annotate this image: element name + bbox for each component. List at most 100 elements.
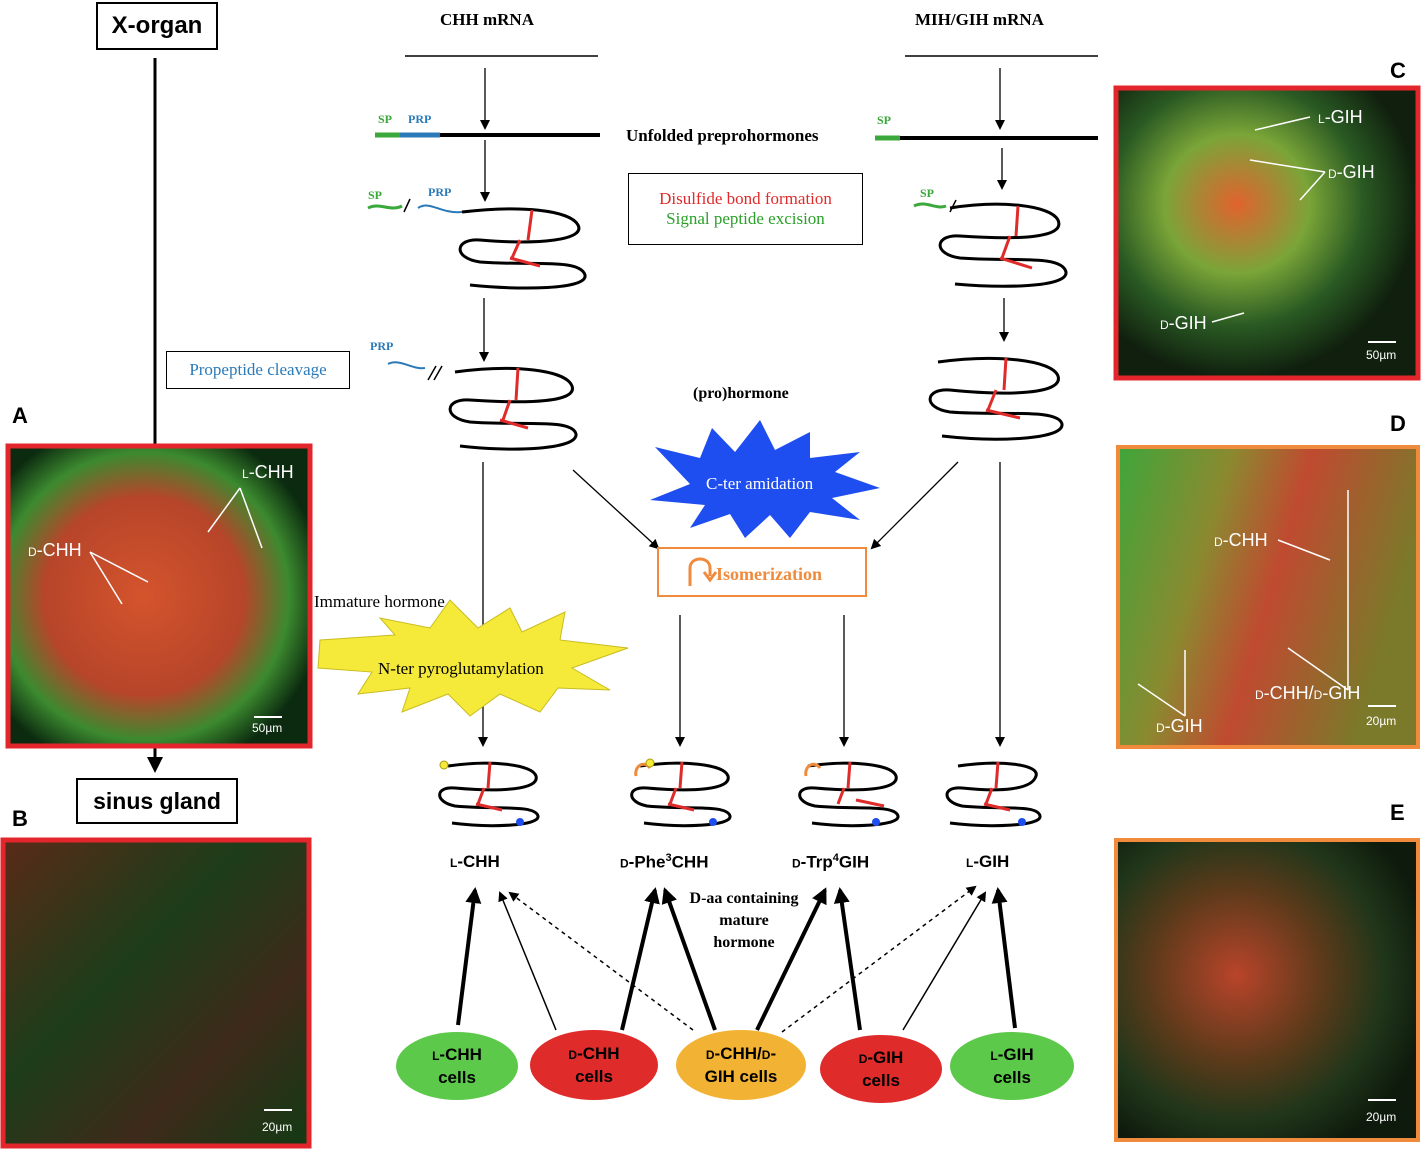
panel-a-lchh-label: L-CHH (242, 462, 294, 482)
mature-lgih-bonds (983, 761, 1011, 812)
hormone-lgih: L-GIH (966, 852, 1009, 872)
hormone-dphe-rest: -Phe (628, 852, 666, 872)
mature-dphe-cter-star (709, 818, 717, 826)
daa-mature-line-3: hormone (713, 934, 775, 951)
mature-dtrp-cter-star (872, 818, 880, 826)
cell-dchh-line2: cells (575, 1066, 613, 1086)
hormone-dtrp-rest: -Trp (800, 852, 833, 872)
chh-sp-label-2: SP (368, 188, 383, 202)
immature-hormone-label: Immature hormone (314, 592, 445, 611)
panel-c-lgih-label: L-GIH (1318, 107, 1363, 127)
panel-e-image (1114, 838, 1420, 1142)
cell-lchh-line2: cells (438, 1067, 476, 1087)
cell-lchh-line1: L-CHH (432, 1044, 482, 1064)
dchh-cells-to-dphe (620, 887, 660, 1031)
mature-lchh-nter-star (439, 760, 449, 770)
mixed-cells-to-lchh (508, 891, 694, 1031)
gih-disulfide-bonds-1 (999, 205, 1033, 270)
scale-bars (254, 341, 1396, 1111)
chh-prp-label: PRP (408, 112, 432, 126)
cell-dgih-line1: D-GIH (858, 1047, 904, 1067)
hormone-dtrp-tail: GIH (838, 852, 870, 872)
n-ter-pyroglutamylation-star (317, 599, 629, 717)
hormone-dphe-sup: 3 (665, 852, 672, 864)
panel-d-arrows (1137, 490, 1349, 717)
gih-sp-tail-1 (913, 202, 947, 209)
dgih-cells-to-lgih (902, 891, 987, 1031)
panel-a-scale: 50µm (252, 721, 283, 735)
x-organ-label: X-organ (111, 12, 203, 39)
lchh-cells-to-lchh (456, 887, 482, 1026)
gih-to-isomerization-arrow (870, 461, 959, 550)
cell-mixed-line2: GIH cells (704, 1066, 778, 1086)
chh-cleavage-mark-2 (427, 365, 443, 381)
c-ter-amidation-label: C-ter amidation (706, 474, 814, 493)
chh-sp-tail-1 (367, 204, 403, 210)
mature-dtrp-bonds (836, 761, 885, 808)
mature-dtrp-iso-mark (804, 762, 822, 777)
cell-mixed-line1: D-CHH/D- (705, 1043, 777, 1063)
c-ter-amidation-star (650, 420, 880, 538)
hormone-dphe-tail: CHH (671, 852, 709, 872)
panel-d-dgih-label: D-GIH (1156, 716, 1203, 736)
hormone-dphe-prefix: D (620, 856, 629, 871)
hormone-lgih-rest: -GIH (973, 852, 1010, 871)
n-ter-label: N-ter pyroglutamylation (378, 659, 544, 678)
cell-dchh-dgih: D-CHH/D- GIH cells (676, 1030, 806, 1100)
daa-mature-label: D-aa containing mature hormone (676, 888, 812, 954)
mature-dphe-nter-star (645, 758, 655, 768)
chh-prp-tail-1 (417, 204, 463, 214)
panel-c-letter: C (1390, 58, 1406, 83)
panel-b-image (0, 837, 312, 1149)
chh-mrna-header: CHH mRNA (440, 10, 534, 29)
chh-prp-tail-2 (387, 361, 426, 370)
hormone-lchh: L-CHH (450, 852, 500, 872)
panel-c-image (1113, 85, 1421, 381)
gih-folded-structure-1 (938, 202, 1068, 288)
panel-e-letter: E (1390, 800, 1405, 825)
x-organ-box: X-organ (96, 2, 218, 50)
mature-dtrp-structure (798, 761, 900, 828)
mixed-cells-to-dphe (661, 887, 717, 1031)
panel-c-dgih-label-1: D-GIH (1328, 162, 1375, 182)
chh-folded-structure-2 (448, 367, 578, 451)
dgih-cells-to-dtrp (833, 887, 862, 1031)
panel-e-scale: 20µm (1366, 1110, 1397, 1124)
gih-cleavage-mark-1 (949, 199, 957, 213)
chh-prp-label-3: PRP (370, 339, 394, 353)
mature-dphe-structure (630, 761, 732, 828)
mature-lchh-structure (438, 761, 540, 828)
chh-disulfide-bonds-2 (499, 367, 529, 430)
mature-lgih-cter-star (1018, 818, 1026, 826)
cell-dchh: D-CHH cells (530, 1030, 658, 1100)
cell-lgih-line1: L-GIH (990, 1044, 1034, 1064)
mature-lchh-bonds (475, 761, 503, 812)
panel-d-image (1116, 445, 1420, 749)
panel-d-scale: 20µm (1366, 714, 1397, 728)
cell-lgih-line2: cells (993, 1067, 1031, 1087)
gih-sp-label: SP (877, 113, 892, 127)
cell-lchh: L-CHH cells (396, 1032, 518, 1100)
hormone-lchh-prefix: L (450, 856, 458, 870)
disulfide-box: Disulfide bond formation Signal peptide … (628, 173, 863, 245)
panel-d-dchh-label: D-CHH (1214, 530, 1268, 550)
hormone-dphe3chh: D-Phe3CHH (620, 852, 708, 873)
chh-disulfide-bonds-1 (509, 209, 541, 268)
cell-lgih: L-GIH cells (950, 1032, 1074, 1100)
panel-d-mixed-label: D-CHH/D-GIH (1255, 683, 1361, 703)
panel-c-scale: 50µm (1366, 348, 1397, 362)
mixed-cells-to-dtrp (755, 887, 827, 1031)
chh-folded-structure-1 (458, 207, 587, 290)
propeptide-label: Propeptide cleavage (189, 360, 327, 379)
isomerization-box (657, 547, 867, 597)
panel-a-dchh-label: D-CHH (28, 540, 82, 560)
cell-dgih-line2: cells (862, 1070, 900, 1090)
lgih-cells-to-lgih (991, 887, 1017, 1029)
prohormone-label: (pro)hormone (693, 385, 789, 402)
chh-prp-label-2: PRP (428, 185, 452, 199)
mature-lchh-cter-star (516, 818, 524, 826)
panel-c-arrows (1211, 116, 1326, 323)
cell-dchh-line1: D-CHH (568, 1043, 620, 1063)
hormone-lchh-rest: -CHH (457, 852, 500, 871)
